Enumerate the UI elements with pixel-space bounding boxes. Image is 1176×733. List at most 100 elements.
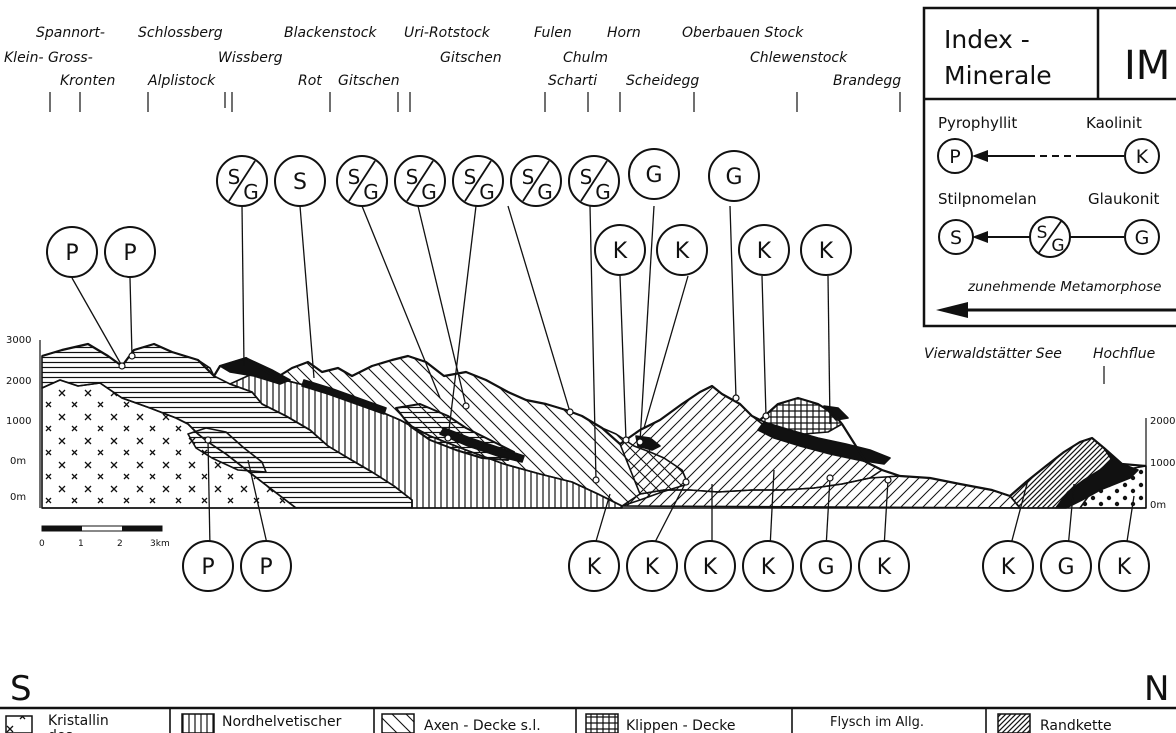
stilpnomelan-symbol: S	[939, 220, 973, 254]
marker-sg: SG	[453, 156, 503, 206]
svg-text:K: K	[819, 239, 834, 264]
peak-label: Gitschen	[338, 73, 400, 89]
svg-text:G: G	[595, 180, 611, 204]
svg-text:G: G	[537, 180, 553, 204]
marker-sg: SG	[511, 156, 561, 206]
marker-sg: SG	[217, 156, 267, 206]
svg-text:Axen - Decke s.l.: Axen - Decke s.l.	[424, 718, 541, 733]
peak-label: Scharti	[548, 73, 597, 89]
svg-text:P: P	[949, 146, 960, 168]
svg-text:S: S	[406, 165, 419, 189]
peak-label: Gitschen	[440, 50, 502, 66]
legend-kristallin: Kristallin des	[6, 713, 109, 733]
legend-klippen: Klippen - Decke	[586, 714, 735, 733]
marker-k: K	[983, 541, 1033, 591]
peak-names: Spannort- Schlossberg Blackenstock Uri-R…	[4, 25, 901, 89]
svg-text:1000: 1000	[6, 416, 31, 427]
svg-text:K: K	[587, 555, 602, 580]
legend-flysch: Flysch im Allg.	[830, 715, 924, 730]
svg-text:2000: 2000	[1150, 416, 1175, 427]
marker-p: P	[241, 541, 291, 591]
peak-label: Chulm	[563, 50, 608, 66]
svg-text:S: S	[228, 165, 241, 189]
svg-text:K: K	[703, 555, 718, 580]
peak-label: Kronten	[60, 73, 115, 89]
south-label: S	[10, 669, 32, 709]
peak-label: Wissberg	[218, 50, 283, 66]
index-minerals-box: Index - Minerale IM Pyrophyllit Kaolinit…	[924, 8, 1176, 326]
svg-text:K: K	[1136, 146, 1149, 168]
svg-text:K: K	[1001, 555, 1016, 580]
marker-g: G	[709, 151, 759, 201]
svg-text:K: K	[757, 239, 772, 264]
svg-text:S: S	[580, 165, 593, 189]
peak-label: Hochflue	[1093, 346, 1155, 362]
north-label: N	[1144, 669, 1169, 709]
svg-text:S: S	[522, 165, 535, 189]
svg-text:G: G	[645, 163, 662, 188]
peak-label: Brandegg	[833, 73, 901, 89]
peak-label: Schlossberg	[138, 25, 223, 41]
marker-k: K	[685, 541, 735, 591]
index-code: IM	[1124, 43, 1170, 89]
svg-text:P: P	[123, 241, 136, 266]
svg-text:Randkette: Randkette	[1040, 718, 1112, 733]
svg-text:3000: 3000	[6, 335, 31, 346]
peak-label: Spannort-	[36, 25, 105, 41]
svg-text:Kristallin: Kristallin	[48, 713, 109, 729]
kaolinit-symbol: K	[1125, 139, 1159, 173]
marker-k: K	[743, 541, 793, 591]
peak-label: Rot	[298, 73, 322, 89]
marker-k: K	[859, 541, 909, 591]
marker-p: P	[183, 541, 233, 591]
marker-k: K	[739, 225, 789, 275]
peak-label: Scheidegg	[626, 73, 699, 89]
index-title: Minerale	[944, 61, 1052, 90]
marker-p: P	[105, 227, 155, 277]
svg-text:K: K	[645, 555, 660, 580]
marker-g: G	[801, 541, 851, 591]
marker-sg: SG	[337, 156, 387, 206]
svg-text:G: G	[421, 180, 437, 204]
scale-bar: 0 1 2 3km	[39, 526, 170, 549]
stilpnomelan-label: Stilpnomelan	[938, 190, 1037, 208]
svg-text:G: G	[479, 180, 495, 204]
marker-s: S	[275, 156, 325, 206]
marker-sg: SG	[569, 156, 619, 206]
svg-text:1: 1	[78, 539, 84, 549]
svg-text:P: P	[201, 555, 214, 580]
svg-text:S: S	[348, 165, 361, 189]
marker-sg: SG	[395, 156, 445, 206]
svg-text:S: S	[464, 165, 477, 189]
svg-text:P: P	[259, 555, 272, 580]
marker-k: K	[627, 541, 677, 591]
kaolinit-label: Kaolinit	[1086, 114, 1142, 132]
peak-label: Chlewenstock	[750, 50, 848, 66]
svg-text:Flysch im Allg.: Flysch im Allg.	[830, 715, 924, 730]
svg-text:K: K	[761, 555, 776, 580]
elevation-scale-left: 3000 2000 1000 0m 0m	[6, 335, 40, 508]
svg-text:S: S	[950, 227, 962, 249]
svg-text:G: G	[1135, 227, 1150, 249]
lake-label: Vierwaldstätter See	[924, 346, 1062, 362]
marker-p: P	[47, 227, 97, 277]
legend-randkette: Randkette	[998, 714, 1112, 733]
svg-text:1000: 1000	[1150, 458, 1175, 469]
peak-tick-marks	[50, 92, 900, 112]
svg-text:3km: 3km	[150, 539, 170, 549]
legend: Kristallin des Nordhelvetischer Axen - D…	[0, 708, 1176, 733]
unit-drusberg-decke	[620, 386, 882, 494]
marker-k: K	[657, 225, 707, 275]
glaukonit-label: Glaukonit	[1088, 190, 1159, 208]
svg-text:K: K	[877, 555, 892, 580]
marker-k: K	[569, 541, 619, 591]
svg-text:0m: 0m	[10, 456, 26, 467]
pyrophyllit-symbol: P	[938, 139, 972, 173]
svg-text:G: G	[1057, 555, 1074, 580]
index-title: Index -	[944, 25, 1030, 54]
transition-sg-symbol: S G	[1030, 217, 1070, 257]
svg-text:K: K	[675, 239, 690, 264]
peak-label: Klein- Gross-	[4, 50, 93, 66]
marker-g: G	[629, 149, 679, 199]
